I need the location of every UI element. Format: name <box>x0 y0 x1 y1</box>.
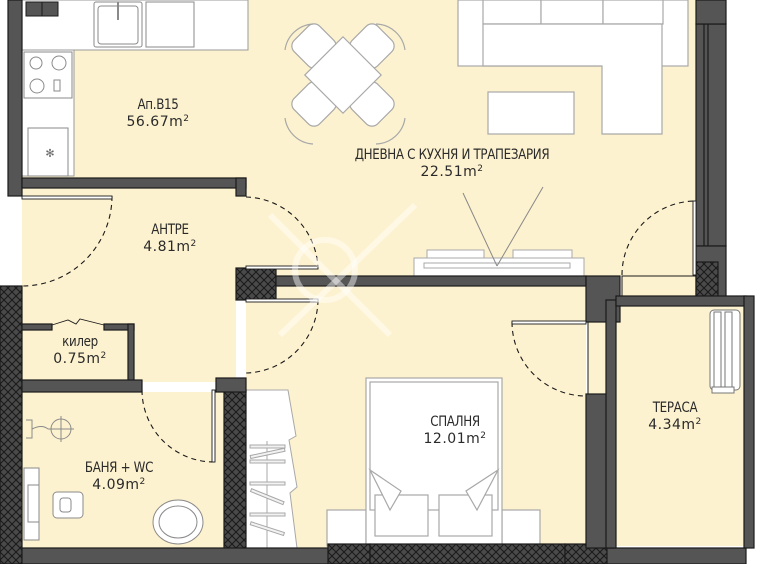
apartment-id: Ап.В15 <box>137 97 179 113</box>
burner <box>29 56 43 70</box>
wall-right-top <box>695 0 727 25</box>
wardrobe <box>245 389 298 549</box>
chair-arc <box>284 23 314 51</box>
sofa-seat <box>482 23 663 135</box>
sofa-cushion <box>540 0 604 25</box>
bathroom-fixtures <box>23 416 204 545</box>
room-area: 4.81m2 <box>143 238 197 255</box>
tv-view-line <box>462 192 498 267</box>
room-name: БАНЯ + WC <box>84 460 154 476</box>
room-name: килер <box>62 334 98 350</box>
dining-table <box>303 35 383 115</box>
bath-door-swing <box>141 389 215 463</box>
apartment-label: Ап.В15 56.67m2 <box>118 97 198 130</box>
room-name: ТЕРАСА <box>652 400 698 416</box>
hangers <box>249 444 286 537</box>
living-terrace-door-swing <box>621 200 696 276</box>
bedroom-terrace-door-swing <box>511 321 587 397</box>
wall-bottom-hatch-a <box>327 543 371 564</box>
nightstand <box>501 509 541 547</box>
room-area: 22.51m2 <box>420 163 484 180</box>
pillow <box>374 494 429 537</box>
duvet-fold <box>465 468 500 512</box>
shower-head <box>26 419 49 439</box>
room-area: 4.09m2 <box>92 476 146 493</box>
wall-kitchen-bottom <box>21 177 247 189</box>
entrance-door-leaf <box>21 195 113 200</box>
toilet-seat <box>59 497 72 513</box>
wall-entry-bedroom <box>235 267 277 301</box>
coffee-table <box>487 91 575 135</box>
chair-arc <box>375 117 406 145</box>
wall-closet-bottom <box>21 379 143 393</box>
bed <box>326 377 541 547</box>
living-door-leaf <box>245 265 319 270</box>
kitchen: ✻ <box>21 0 249 177</box>
washbasin-bowl <box>158 505 198 539</box>
room-label-entry: АНТРЕ 4.81m2 <box>130 222 210 255</box>
duvet-fold <box>368 468 402 512</box>
nightstand <box>326 509 367 547</box>
wall-closet-top <box>21 323 53 331</box>
snowflake-icon: ✻ <box>45 147 54 160</box>
wall-right-hatch <box>695 261 719 299</box>
room-label-bedroom: СПАЛНЯ 12.01m2 <box>410 414 500 447</box>
dishwasher <box>145 1 195 48</box>
closet-folding-door <box>51 318 105 326</box>
wall-left-bottom <box>0 285 23 564</box>
wall-living-bedroom <box>275 275 587 287</box>
wall-terrace-right <box>743 295 755 549</box>
bedroom-terrace-door-leaf <box>511 320 587 325</box>
burner <box>29 78 45 94</box>
wall-closet-right <box>127 323 135 383</box>
tv-unit <box>413 186 585 277</box>
fridge <box>27 127 69 177</box>
bath-door-leaf <box>211 389 216 463</box>
room-label-closet: килер 0.75m2 <box>40 334 120 367</box>
burner <box>51 55 67 71</box>
room-area: 4.34m2 <box>648 416 702 433</box>
sofa <box>457 0 689 135</box>
wall-kitchen-stub <box>235 177 247 197</box>
tv-cabinet-top <box>512 249 573 259</box>
living-door-swing <box>245 196 319 269</box>
wall-cabinet-a <box>25 1 43 17</box>
room-label-terrace: ТЕРАСА 4.34m2 <box>630 400 720 433</box>
room-name: СПАЛНЯ <box>430 414 480 430</box>
room-name: ДНЕВНА С КУХНЯ И ТРАПЕЗАРИЯ <box>354 147 550 163</box>
chair-arc <box>375 23 406 51</box>
entrance-door-swing <box>21 195 113 287</box>
pillow <box>438 494 493 537</box>
wall-right-window <box>695 23 727 247</box>
wall-terrace-left <box>605 299 617 549</box>
room-name: АНТРЕ <box>151 222 189 238</box>
wall-terrace-top <box>615 295 747 307</box>
tv-cabinet-top <box>426 249 485 259</box>
bedroom-door-leaf <box>245 298 319 303</box>
wall-left-top <box>7 0 23 197</box>
doors <box>21 195 696 463</box>
wall-bottom-hatch-b <box>369 543 566 564</box>
cooktop-control <box>53 79 61 92</box>
room-label-living: ДНЕВНА С КУХНЯ И ТРАПЕЗАРИЯ 22.51m2 <box>292 147 612 180</box>
sofa-cushion <box>482 0 542 25</box>
wall-bath-stub <box>215 377 247 393</box>
tv-view-line <box>496 186 544 267</box>
dining-set <box>284 23 406 145</box>
bedroom-door-swing <box>245 299 319 374</box>
watermark-logo <box>267 202 418 338</box>
sofa-cushion <box>602 0 664 25</box>
toilet-frame <box>27 484 40 523</box>
wall-bath-right <box>223 389 247 564</box>
door-leaves <box>21 195 697 463</box>
room-area: 0.75m2 <box>53 350 107 367</box>
chair-arc <box>284 117 314 145</box>
apartment-area: 56.67m2 <box>126 113 190 130</box>
living-terrace-door-leaf <box>692 200 697 276</box>
wall-cabinet-b <box>41 1 59 17</box>
ac-unit <box>709 309 741 394</box>
room-area: 12.01m2 <box>423 430 487 447</box>
room-label-bath: БАНЯ + WC 4.09m2 <box>64 460 174 493</box>
